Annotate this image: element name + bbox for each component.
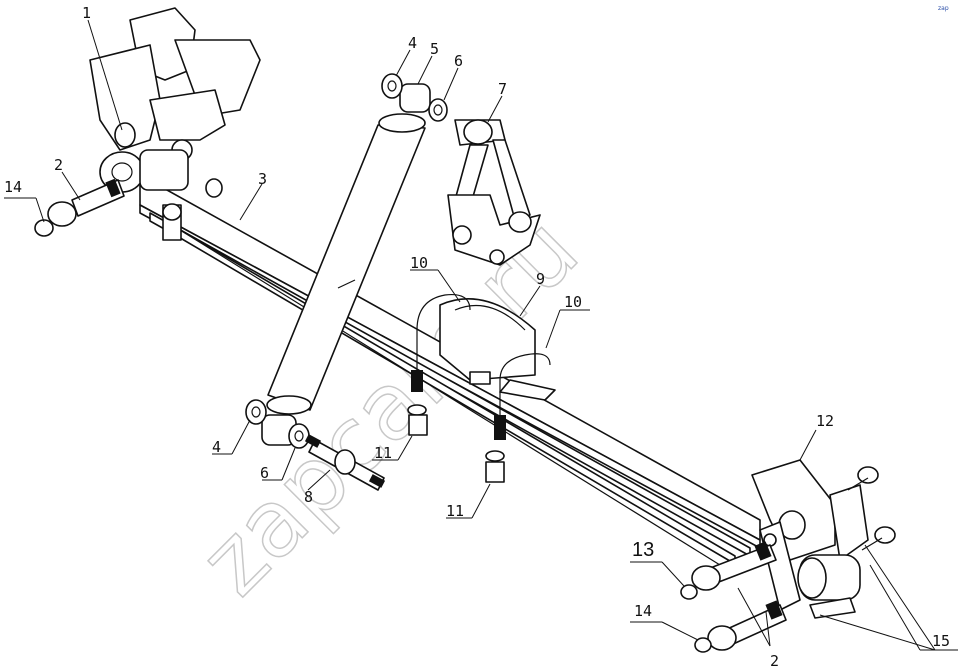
shock-bottom-eye [245, 399, 386, 491]
callout-12: 12 [816, 412, 834, 430]
upper-bracket-base [447, 194, 541, 266]
u-bolt-right [485, 353, 551, 483]
bracket-lower [149, 89, 226, 141]
upper-bracket [447, 119, 541, 266]
rear-grease-bolt-14 [694, 637, 712, 653]
washer-top-6 [428, 98, 448, 122]
u-bolt-left [407, 293, 471, 436]
upper-bracket-arm-right [492, 139, 531, 221]
callout-4-top: 4 [408, 34, 417, 52]
rear-shackle [759, 521, 861, 619]
axle-seat-plate [499, 379, 556, 401]
washer-bottom-6 [288, 423, 310, 449]
front-clamp [162, 178, 223, 241]
callout-4-bottom: 4 [212, 438, 221, 456]
callout-1: 1 [82, 4, 91, 22]
u-bolt-left-washer [407, 404, 427, 416]
shock-absorber [266, 113, 426, 415]
callout-10-left: 10 [410, 254, 428, 272]
washer-bottom-4 [245, 399, 267, 425]
callout-6-top: 6 [454, 52, 463, 70]
callout-7: 7 [498, 80, 507, 98]
rear-grease-bolt-13 [680, 584, 698, 600]
callout-8: 8 [304, 488, 313, 506]
corner-mark: zap [938, 5, 949, 12]
u-bolt-right-washer [485, 450, 505, 462]
shock-top-bushing [399, 83, 431, 113]
rear-pin-upper [680, 541, 777, 600]
rear-shackle-base [809, 597, 856, 619]
shock-pin-collar [334, 449, 356, 475]
callout-10-right: 10 [564, 293, 582, 311]
shock-top-eye [381, 73, 448, 122]
u-bolt-right-nut [485, 461, 505, 483]
front-pin-assembly [34, 178, 125, 237]
washer-top-4 [381, 73, 403, 99]
bracket-body [89, 44, 161, 151]
callout-2-rear: 2 [770, 652, 779, 670]
front-grease-bolt [34, 219, 54, 237]
u-bolt-right-bend [499, 353, 551, 430]
front-bracket [89, 7, 261, 193]
leader-lines [4, 19, 958, 651]
callout-11-left: 11 [374, 444, 392, 462]
callout-15: 15 [932, 632, 950, 650]
upper-bracket-arm-left [454, 144, 489, 201]
rear-bracket-bolt-top [857, 466, 879, 484]
callout-14-rear: 14 [634, 602, 652, 620]
callout-labels: 1 2 14 3 4 5 6 7 10 9 10 4 6 8 11 11 12 … [4, 4, 950, 670]
rear-pin-lower [694, 600, 787, 653]
callout-11-right: 11 [446, 502, 464, 520]
rear-bracket [751, 459, 896, 561]
u-bolt-left-bend [416, 293, 471, 385]
callout-5: 5 [430, 40, 439, 58]
callout-6-bottom: 6 [260, 464, 269, 482]
callout-13: 13 [632, 539, 654, 561]
shock-top-cap [378, 113, 426, 133]
shock-bottom-cap [266, 395, 312, 415]
callout-9: 9 [536, 270, 545, 288]
axle-seat-nut [469, 371, 491, 385]
rear-bracket-side [829, 484, 869, 561]
front-clamp-nut [205, 178, 223, 198]
bracket-bolt-hole [114, 122, 136, 148]
shackle-block-front [139, 149, 189, 191]
callout-14-front: 14 [4, 178, 22, 196]
callout-2-front: 2 [54, 156, 63, 174]
spring-leaf-5 [179, 229, 721, 566]
u-bolt-left-nut [408, 414, 428, 436]
front-pin-head [47, 201, 77, 227]
callout-3: 3 [258, 170, 267, 188]
